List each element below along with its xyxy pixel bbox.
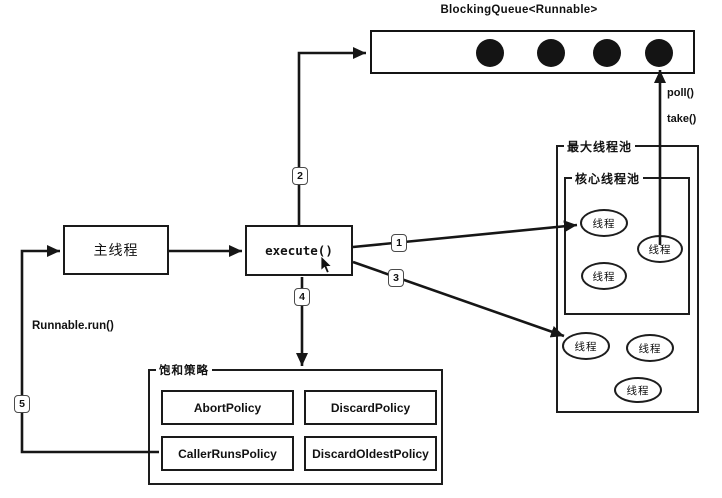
core-pool-box: 核心线程池 (564, 170, 690, 315)
take-label: take() (667, 113, 697, 125)
thread-label: 线程 (648, 243, 672, 256)
task-dot (476, 39, 504, 67)
core-thread-ellipse: 线程 (581, 262, 627, 290)
policy-label: CallerRunsPolicy (178, 446, 277, 461)
extra-thread-ellipse: 线程 (626, 334, 674, 362)
saturation-policy-box: 饱和策略 AbortPolicy DiscardPolicy CallerRun… (148, 362, 443, 485)
arrow-policy-to-main (20, 245, 159, 454)
execute-node: execute() (245, 225, 353, 276)
thread-label: 线程 (638, 342, 662, 355)
task-dot (645, 39, 673, 67)
extra-thread-ellipse: 线程 (614, 377, 662, 403)
core-thread-ellipse: 线程 (637, 235, 683, 263)
thread-label: 线程 (626, 384, 650, 397)
extra-thread-ellipse: 线程 (562, 332, 610, 360)
step-badge-1: 1 (391, 234, 407, 252)
poll-label: poll() (667, 87, 694, 99)
step-badge-5: 5 (14, 395, 30, 413)
mouse-cursor-icon (320, 256, 333, 274)
main-thread-label: 主线程 (93, 242, 139, 258)
thread-label: 线程 (592, 270, 616, 283)
task-dot (537, 39, 565, 67)
step-badge-4: 4 (294, 288, 310, 306)
arrow-execute-to-core-thread (352, 220, 578, 249)
thread-label: 线程 (574, 340, 598, 353)
core-pool-label: 核心线程池 (572, 170, 644, 187)
task-dot (593, 39, 621, 67)
max-pool-label: 最大线程池 (564, 138, 636, 155)
thread-label: 线程 (592, 217, 616, 230)
abort-policy-box: AbortPolicy (161, 390, 294, 425)
main-thread-node: 主线程 (63, 225, 169, 275)
step-badge-3: 3 (388, 269, 404, 287)
step-badge-2: 2 (292, 167, 308, 185)
policy-label: AbortPolicy (193, 400, 262, 415)
execute-label: execute() (265, 243, 333, 258)
arrow-execute-to-extra-thread (352, 260, 565, 338)
arrow-execute-to-queue (297, 47, 366, 225)
saturation-policy-label: 饱和策略 (156, 362, 212, 378)
policy-label: DiscardPolicy (330, 400, 411, 415)
blocking-queue-box (370, 30, 695, 74)
policy-label: DiscardOldestPolicy (312, 446, 429, 461)
core-thread-ellipse: 线程 (580, 209, 628, 237)
max-pool-box: 最大线程池 (556, 138, 699, 413)
queue-title: BlockingQueue<Runnable> (440, 4, 598, 16)
runnable-run-label: Runnable.run() (32, 320, 114, 332)
discard-oldest-policy-box: DiscardOldestPolicy (304, 436, 437, 471)
discard-policy-box: DiscardPolicy (304, 390, 437, 425)
caller-runs-policy-box: CallerRunsPolicy (161, 436, 294, 471)
